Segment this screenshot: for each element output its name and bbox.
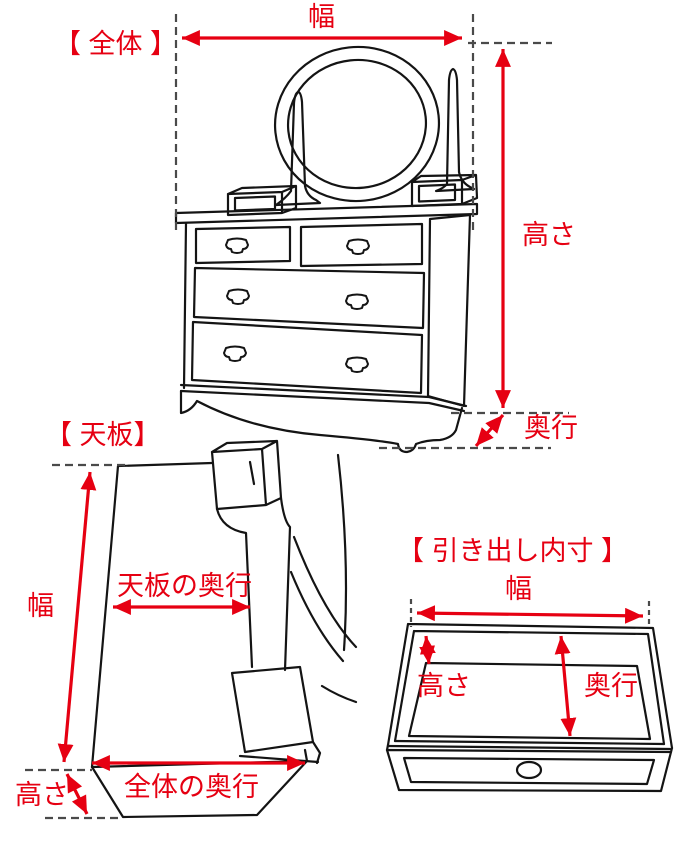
mirror-post-right [434, 67, 476, 193]
drawer-front-top-right [299, 222, 424, 268]
drawer-front-face [385, 748, 673, 793]
drawer-dimension-arrows [416, 605, 644, 737]
drawer-height-label: 高さ [417, 671, 471, 701]
dresser-top-board [174, 202, 479, 225]
drawer-pull [224, 237, 250, 255]
lower-box [230, 665, 322, 765]
drawer-box-art [385, 622, 674, 793]
drawer-depth-label: 奥行 [584, 671, 638, 701]
top-post [215, 496, 292, 672]
drawer-pull [344, 293, 370, 311]
overall-section-title: 【 全体 】 [54, 29, 178, 59]
overall-width-label: 幅 [308, 2, 335, 32]
top-board-art [90, 439, 358, 819]
drawer-interior [407, 661, 652, 741]
dresser-plinth [179, 383, 468, 413]
top-board-section-title: 【 天板】 [45, 420, 161, 450]
top-board-right-edge [248, 460, 256, 486]
mirror-outer-frame [273, 45, 441, 203]
drawer-pull [344, 356, 370, 374]
mirror-post-left [274, 90, 322, 207]
base-height-label: 高さ [15, 780, 69, 810]
drawer-width-label: 幅 [505, 574, 532, 604]
drawer-front-middle [192, 266, 426, 330]
top-box [210, 439, 283, 511]
drawer-section-title: 【 引き出し内寸 】 [397, 536, 629, 566]
top-board-surface [90, 461, 309, 769]
drawer-front-bottom [190, 320, 424, 395]
overall-guides [174, 14, 569, 450]
jewelry-box-left [226, 184, 298, 217]
drawer-pull [345, 238, 371, 256]
drawer-front-panel [402, 756, 656, 786]
overall-height-label: 高さ [522, 220, 576, 250]
top-board-plinth [90, 759, 309, 819]
drawer-pull [222, 345, 248, 363]
drawer-rim-inner [393, 629, 666, 746]
top-board-depth-label: 天板の奥行 [117, 571, 252, 601]
drawer-rim-outer [386, 622, 674, 750]
drawer-guides [409, 599, 651, 627]
mirror-edge-curves [289, 453, 358, 704]
drawer-front-rim [386, 739, 672, 751]
top-board-width-label: 幅 [27, 591, 54, 621]
drawer-front-top-left [194, 225, 292, 265]
drawer-depth-arrow [554, 635, 577, 737]
top-board-guides [25, 463, 130, 820]
mirror-inner-frame [286, 58, 428, 190]
overall-bottom-depth-label: 全体の奥行 [124, 772, 259, 802]
top-board-dimension-arrows [57, 471, 305, 815]
overall-dresser-art [174, 45, 479, 454]
overall-depth-arrow [474, 413, 505, 448]
top-board-width-arrow [57, 471, 97, 763]
drawer-height-arrow [419, 635, 436, 665]
overall-dimension-arrows [182, 30, 511, 448]
overall-depth-label: 奥行 [524, 413, 578, 443]
drawer-width-arrow [416, 605, 644, 624]
dresser-apron-feet [179, 389, 464, 454]
drawer-corner-joins [385, 743, 674, 754]
drawer-pull [225, 288, 251, 306]
base-height-arrow [65, 773, 89, 815]
drawer-handle-oval [515, 760, 543, 780]
